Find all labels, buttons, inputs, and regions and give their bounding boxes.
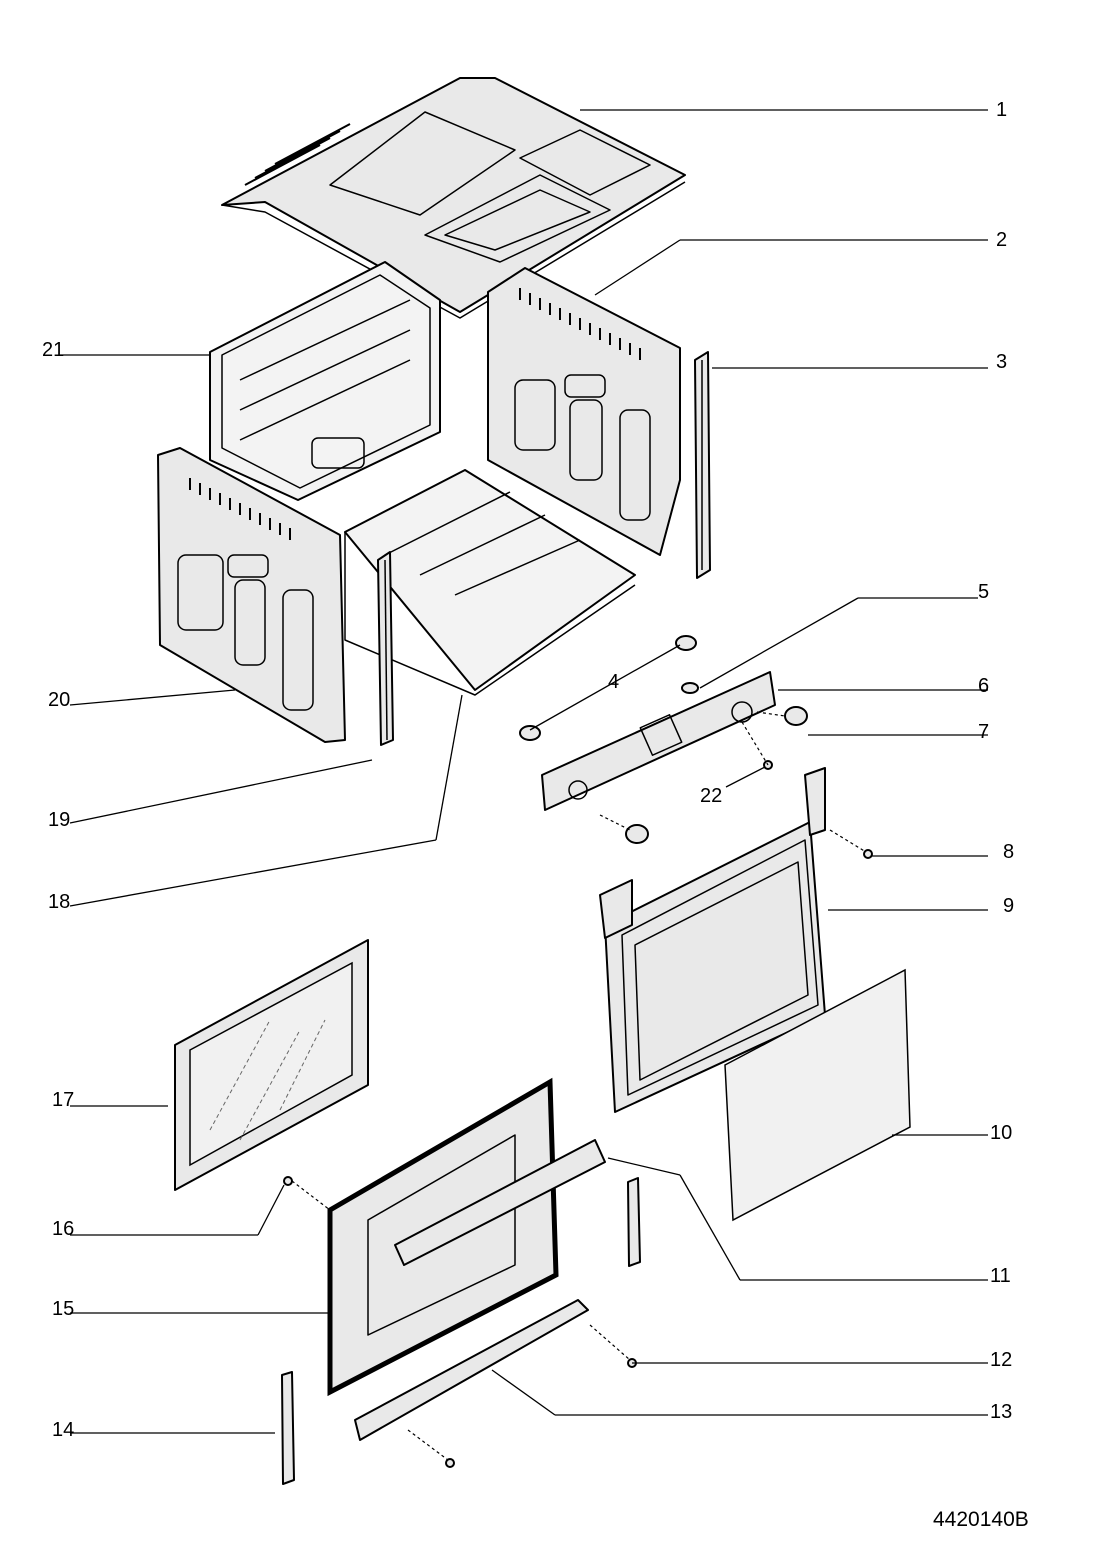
label-15: 15: [52, 1298, 75, 1320]
label-9: 9: [1003, 895, 1015, 917]
label-22: 22: [700, 785, 723, 807]
door-glass: [174, 939, 369, 1191]
label-16: 16: [52, 1218, 75, 1240]
label-14: 14: [52, 1419, 75, 1441]
bulb: [681, 682, 699, 694]
front-frame: [599, 767, 826, 1113]
label-10: 10: [990, 1122, 1013, 1144]
label-8: 8: [1003, 841, 1015, 863]
leader-lines: [60, 109, 988, 1434]
label-7: 7: [978, 721, 990, 743]
left-side-panel: [157, 447, 346, 743]
door-hinges: [281, 1177, 641, 1485]
knob: [625, 706, 808, 844]
door-handle: [394, 1139, 606, 1266]
bottom-trim: [354, 1299, 589, 1441]
inner-glass: [724, 968, 911, 1222]
label-19: 19: [48, 809, 71, 831]
control-panel: [541, 671, 776, 811]
top-panel: [221, 77, 686, 319]
label-2: 2: [996, 229, 1008, 251]
label-21: 21: [42, 339, 65, 361]
label-11: 11: [990, 1265, 1011, 1287]
label-3: 3: [996, 351, 1008, 373]
bottom-panel: [344, 469, 636, 696]
label-4: 4: [608, 671, 620, 693]
label-13: 13: [990, 1401, 1013, 1423]
label-6: 6: [978, 675, 990, 697]
assembly-guides: [291, 711, 867, 1461]
clips: [519, 635, 697, 741]
label-18: 18: [48, 891, 71, 913]
screw: [863, 849, 873, 859]
back-panel: [209, 261, 441, 501]
label-20: 20: [48, 689, 71, 711]
left-runner: [377, 551, 394, 746]
right-side-panel: [487, 267, 681, 556]
right-runner: [694, 351, 711, 579]
label-12: 12: [990, 1349, 1013, 1371]
label-1: 1: [996, 99, 1008, 121]
label-5: 5: [978, 581, 990, 603]
document-code: 4420140B: [933, 1508, 1029, 1531]
label-17: 17: [52, 1089, 75, 1111]
